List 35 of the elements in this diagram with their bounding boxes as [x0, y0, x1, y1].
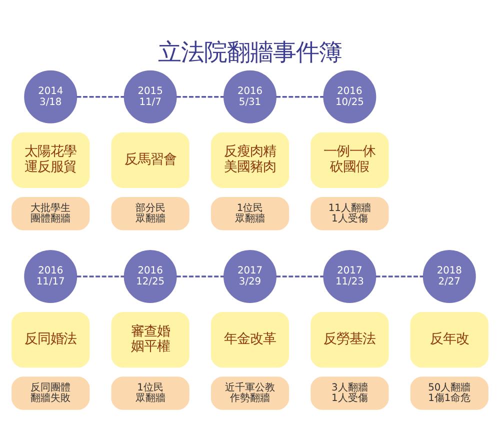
node-box: 1位民眾翻牆: [111, 376, 190, 410]
node-circle: 2017 11/23: [323, 250, 376, 302]
connector: [176, 275, 224, 277]
node-box: 太陽花學運反服貿: [12, 132, 90, 188]
node-box: 反同婚法: [12, 311, 90, 368]
node-box: 反年改: [410, 311, 488, 368]
connector: [76, 95, 124, 98]
node-box: 反同團體翻牆失敗: [12, 376, 90, 410]
node-box: 審查婚姻平權: [111, 311, 190, 368]
node-box: 反瘦肉精美國豬肉: [210, 132, 290, 188]
node-circle: 2018 2/27: [422, 250, 476, 302]
node-box: 1位民眾翻牆: [210, 196, 290, 230]
connector: [276, 275, 324, 277]
node-box: 近千軍公教作勢翻牆: [210, 376, 290, 410]
node-box: 11人翻牆1人受傷: [310, 196, 389, 230]
node-box: 50人翻牆1傷1命危: [410, 376, 488, 410]
node-circle: 2016 11/17: [24, 250, 78, 302]
node-box: 部分民眾翻牆: [111, 196, 190, 230]
connector: [376, 275, 424, 277]
node-circle: 2017 3/29: [224, 250, 276, 302]
node-circle: 2015 11/7: [124, 70, 177, 123]
node-box: 年金改革: [210, 311, 290, 368]
diagram-title: 立法院翻牆事件簿: [158, 37, 342, 66]
connector: [176, 95, 224, 98]
node-box: 反馬習會: [111, 132, 190, 188]
node-circle: 2016 12/25: [124, 250, 177, 302]
connector: [276, 95, 324, 98]
node-circle: 2016 10/25: [323, 70, 376, 123]
node-box: 一例一休砍國假: [310, 132, 389, 188]
node-box: 大批學生團體翻牆: [12, 196, 90, 230]
node-circle: 2014 3/18: [24, 70, 78, 123]
node-box: 3人翻牆1人受傷: [310, 376, 389, 410]
connector: [76, 275, 124, 277]
node-box: 反勞基法: [310, 311, 389, 368]
node-circle: 2016 5/31: [224, 70, 276, 123]
